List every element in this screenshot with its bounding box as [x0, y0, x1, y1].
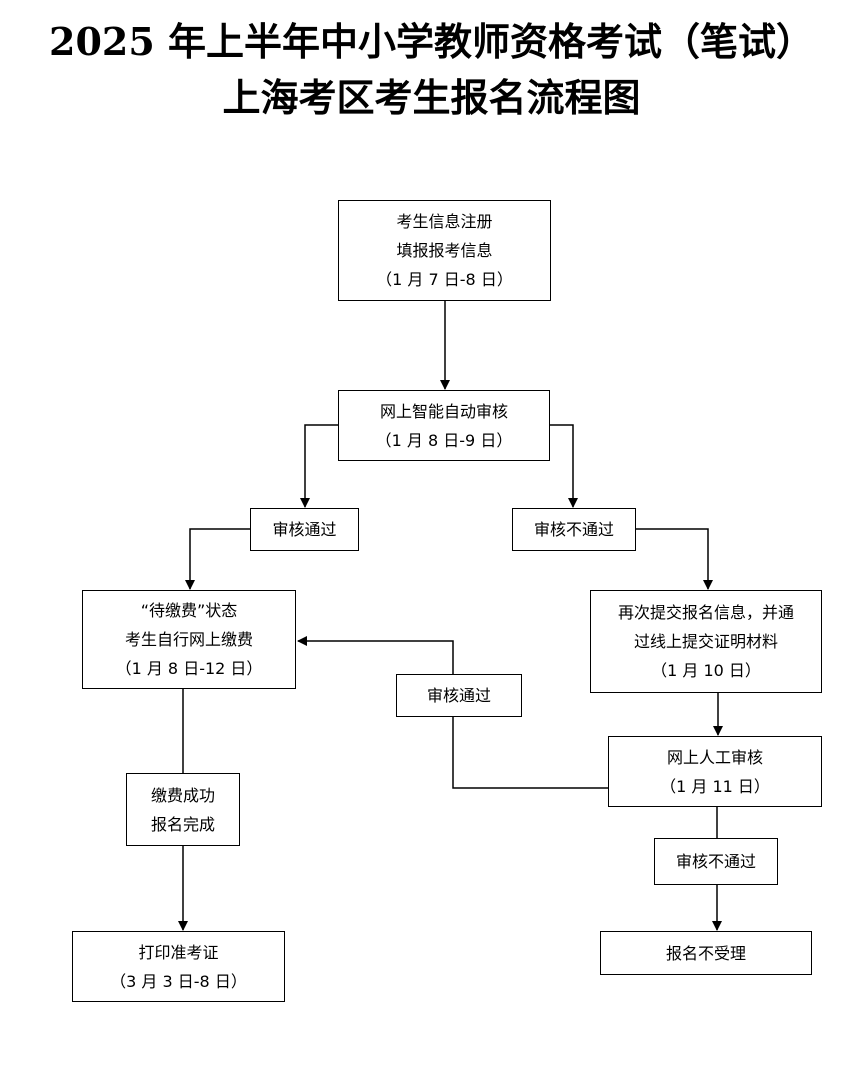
node-pending-payment-line-1: “待缴费”状态	[140, 601, 238, 620]
node-payment-done-line-2: 报名完成	[150, 814, 215, 834]
node-register: 考生信息注册 填报报考信息 （1 月 7 日-8 日）	[338, 200, 551, 301]
node-print-ticket-line-2: （3 月 3 日-8 日）	[110, 971, 247, 991]
connector-auto-review-to-fail	[549, 424, 578, 508]
node-rejected-label: 报名不受理	[665, 943, 746, 963]
node-auto-review-line-1: 网上智能自动审核	[379, 401, 508, 421]
node-payment-done-line-1: 缴费成功	[150, 785, 215, 805]
node-auto-pass-label: 审核通过	[272, 520, 337, 539]
node-auto-pass: 审核通过	[250, 508, 359, 551]
node-manual-review: 网上人工审核 （1 月 11 日）	[608, 736, 822, 807]
node-manual-review-line-2: （1 月 11 日）	[660, 776, 770, 796]
node-manual-fail: 审核不通过	[654, 838, 778, 885]
node-rejected: 报名不受理	[600, 931, 812, 975]
node-resubmit-line-1: 再次提交报名信息，并通	[617, 603, 794, 622]
node-register-line-1: 考生信息注册	[396, 212, 493, 231]
node-print-ticket-line-1: 打印准考证	[138, 942, 219, 962]
node-manual-fail-label: 审核不通过	[675, 852, 756, 871]
diagram-title-line-1: 2025 年上半年中小学教师资格考试（笔试）	[49, 19, 814, 64]
node-auto-fail: 审核不通过	[512, 508, 636, 551]
node-auto-review: 网上智能自动审核 （1 月 8 日-9 日）	[338, 390, 550, 461]
node-resubmit: 再次提交报名信息，并通 过线上提交证明材料 （1 月 10 日）	[590, 590, 822, 693]
node-auto-review-line-2: （1 月 8 日-9 日）	[375, 430, 513, 450]
node-manual-review-line-1: 网上人工审核	[666, 747, 763, 767]
connector-auto-review-to-pass	[300, 424, 338, 508]
node-register-line-3: （1 月 7 日-8 日）	[376, 270, 513, 289]
node-pending-payment-line-3: （1 月 8 日-12 日）	[115, 659, 263, 678]
node-pending-payment: “待缴费”状态 考生自行网上缴费 （1 月 8 日-12 日）	[82, 590, 296, 689]
connector-fail-to-resubmit	[635, 528, 713, 590]
node-print-ticket: 打印准考证 （3 月 3 日-8 日）	[72, 931, 285, 1002]
connector-pass-to-pending-payment	[185, 528, 251, 590]
node-register-line-2: 填报报考信息	[396, 241, 493, 260]
node-payment-done: 缴费成功 报名完成	[126, 773, 240, 846]
node-resubmit-line-2: 过线上提交证明材料	[633, 632, 778, 651]
node-manual-pass: 审核通过	[396, 674, 522, 717]
node-manual-pass-label: 审核通过	[426, 686, 491, 705]
node-auto-fail-label: 审核不通过	[533, 520, 614, 539]
node-pending-payment-line-2: 考生自行网上缴费	[124, 630, 253, 649]
diagram-title-line-2: 上海考区考生报名流程图	[222, 75, 641, 120]
node-resubmit-line-3: （1 月 10 日）	[651, 661, 761, 680]
